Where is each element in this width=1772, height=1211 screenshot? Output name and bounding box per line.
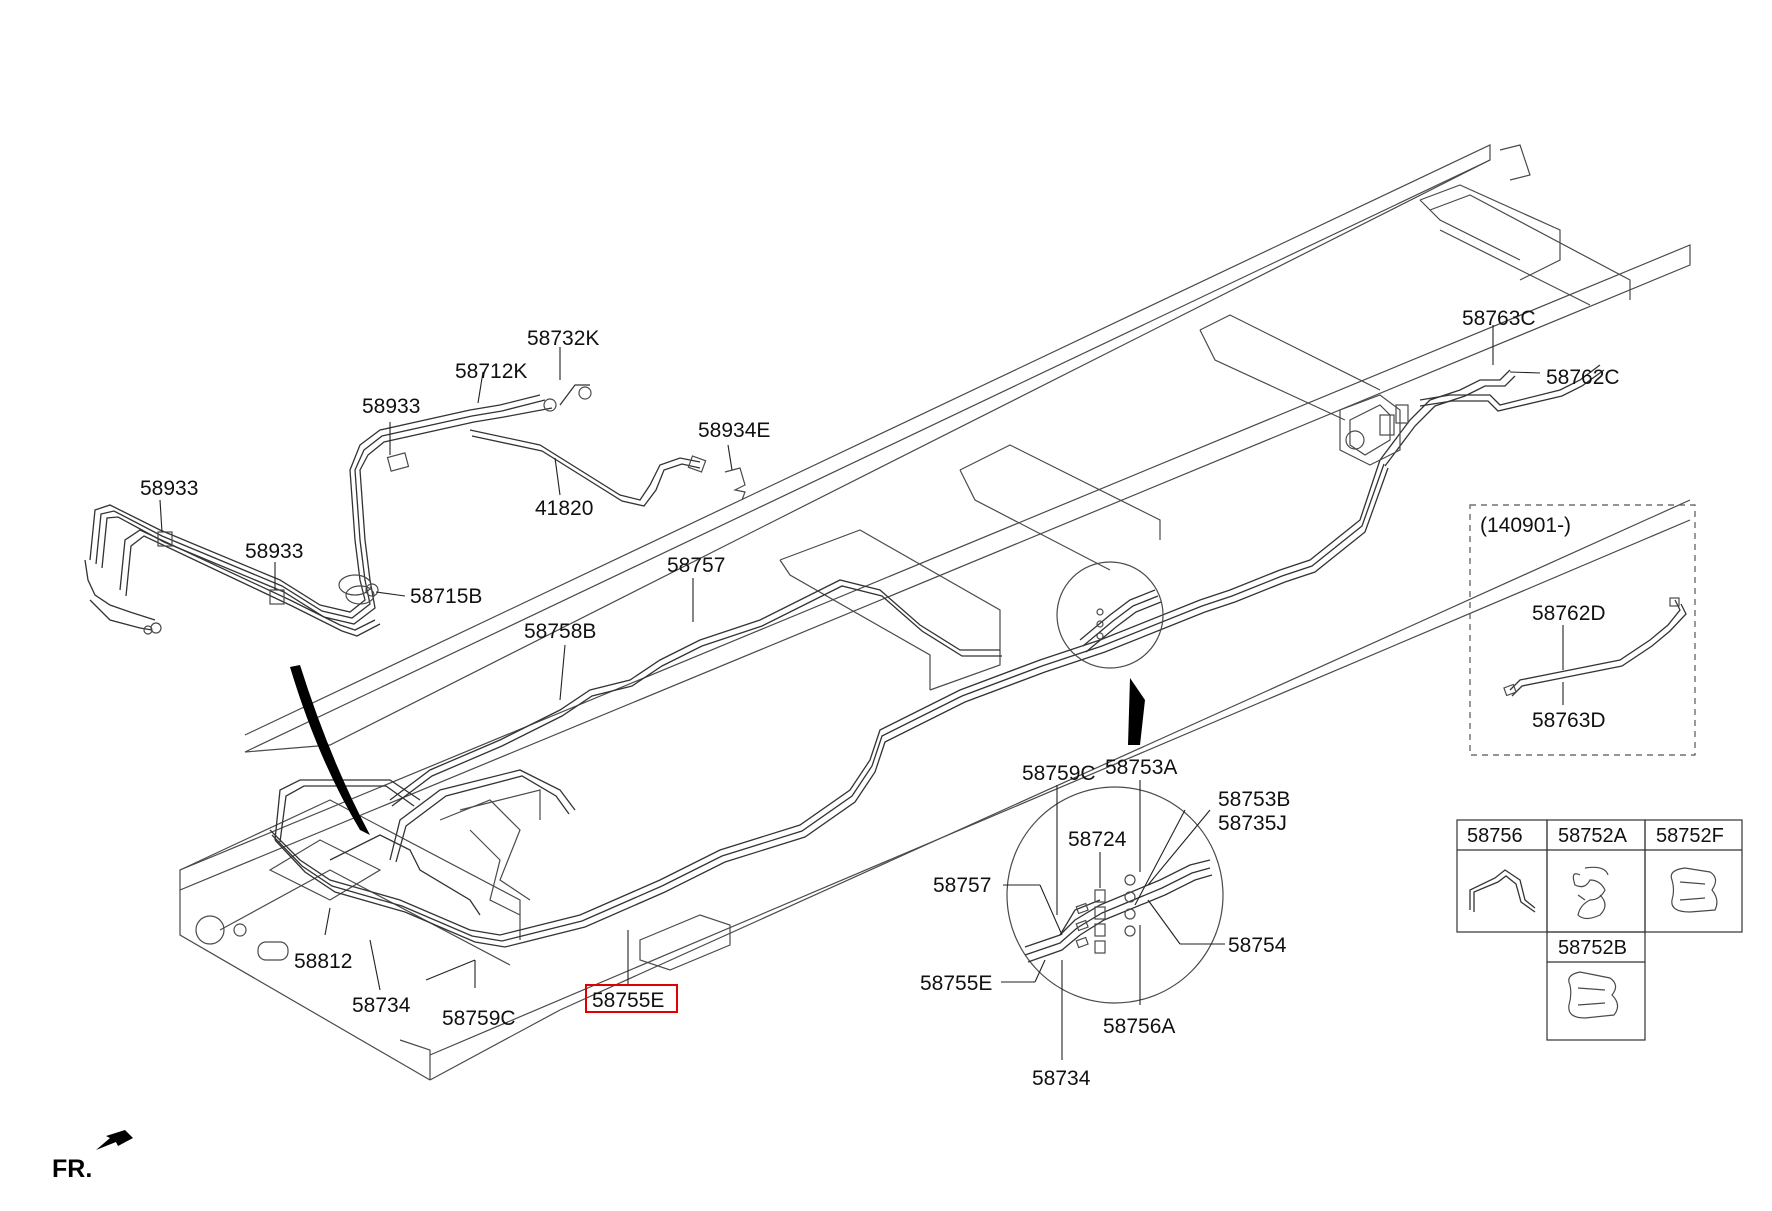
label-58934E: 58934E	[698, 419, 770, 442]
label-58753B: 58753B	[1218, 788, 1290, 811]
detail-circle-large	[1006, 786, 1224, 1004]
label-58758B: 58758B	[524, 620, 596, 643]
detail-arrow	[1128, 678, 1145, 745]
label-58763C: 58763C	[1462, 307, 1536, 330]
top-left-tube-assembly	[84, 384, 746, 637]
abs-module	[1339, 394, 1409, 466]
table-header-58752A: 58752A	[1558, 825, 1628, 847]
label-58734-detail: 58734	[1032, 1067, 1091, 1090]
front-direction-indicator: FR.	[52, 1130, 133, 1183]
label-58732K: 58732K	[527, 327, 599, 350]
label-58712K: 58712K	[455, 360, 527, 383]
label-58757-main: 58757	[667, 554, 725, 577]
label-58715B: 58715B	[410, 585, 482, 608]
label-58734-main: 58734	[352, 994, 411, 1017]
label-58724: 58724	[1068, 828, 1127, 851]
label-58755E-detail: 58755E	[920, 972, 992, 995]
parts-table	[1456, 819, 1743, 1041]
left-callout-arrow	[290, 665, 370, 835]
part-labels: 58732K 58712K 58933 58933 58933 58934E 4…	[140, 307, 1724, 1090]
label-58762C: 58762C	[1546, 366, 1620, 389]
table-header-58752F: 58752F	[1656, 825, 1724, 847]
label-58759C-main: 58759C	[442, 1007, 516, 1030]
inset-note: (140901-)	[1480, 514, 1571, 537]
highlight-box-58755E	[585, 984, 678, 1013]
label-58756A: 58756A	[1103, 1015, 1175, 1038]
label-58759C-detail: 58759C	[1022, 762, 1096, 785]
front-arrow-icon	[96, 1130, 133, 1150]
brake-tube-run	[269, 364, 1605, 948]
label-58762D: 58762D	[1532, 602, 1606, 625]
label-58755E-main: 58755E	[592, 989, 664, 1012]
label-58753A: 58753A	[1105, 756, 1177, 779]
inset-box	[1469, 504, 1696, 756]
vehicle-frame	[179, 144, 1691, 1081]
label-58757-detail: 58757	[933, 874, 991, 897]
label-58933-top: 58933	[362, 395, 420, 418]
leader-lines	[159, 325, 1564, 1060]
label-58735J: 58735J	[1218, 812, 1287, 835]
table-header-58752B: 58752B	[1558, 937, 1627, 959]
detail-circle-small	[1056, 561, 1164, 669]
label-58933-left: 58933	[140, 477, 198, 500]
front-label: FR.	[52, 1155, 92, 1183]
label-58754: 58754	[1228, 934, 1287, 957]
label-58933-mid: 58933	[245, 540, 303, 563]
label-58763D: 58763D	[1532, 709, 1606, 732]
label-41820: 41820	[535, 497, 593, 520]
table-header-58756: 58756	[1467, 825, 1523, 847]
label-58812: 58812	[294, 950, 352, 973]
